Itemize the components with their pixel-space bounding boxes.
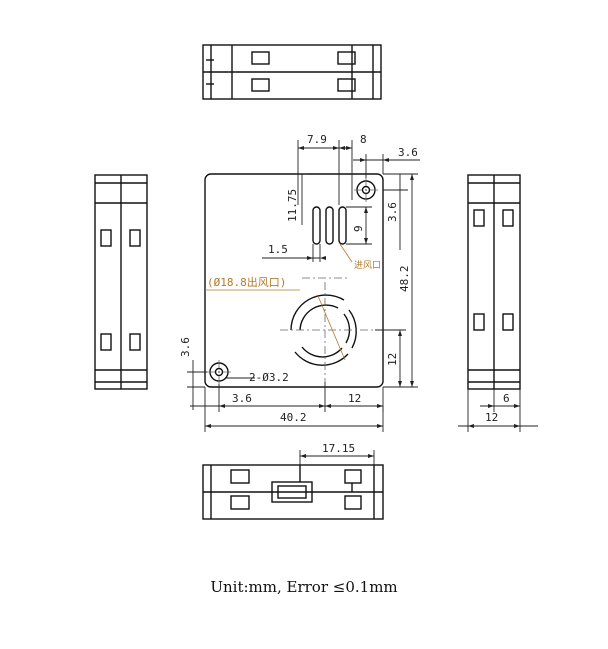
dim-8: 8 [360,133,367,146]
dim-3-6-bottom: 3.6 [232,392,252,405]
dim-3-6-top: 3.6 [398,146,418,159]
dim-40-2: 40.2 [280,411,307,424]
dim-2-phi-3-2: 2-Ø3.2 [249,371,289,384]
dim-9: 9 [352,225,365,232]
dim-17-15: 17.15 [322,442,355,455]
top-view [202,44,382,100]
dim-11-75: 11.75 [286,189,299,222]
dim-3-6-right: 3.6 [386,202,399,222]
dim-48-2: 48.2 [398,266,411,293]
inlet-note: 进风口 [354,260,381,271]
bottom-view [202,464,384,520]
dim-6-side: 6 [503,392,510,405]
dim-12-bottom: 12 [348,392,361,405]
right-side-view [467,174,521,390]
units-caption: Unit:mm, Error ≤0.1mm [210,578,398,596]
dim-7-9: 7.9 [307,133,327,146]
dim-12-right: 12 [386,353,399,366]
dim-3-6-left: 3.6 [179,337,192,357]
outlet-note: (Ø18.8出风口) [207,275,286,289]
dim-12-side: 12 [485,411,498,424]
dim-1-5: 1.5 [268,243,288,256]
left-side-view [94,174,148,390]
